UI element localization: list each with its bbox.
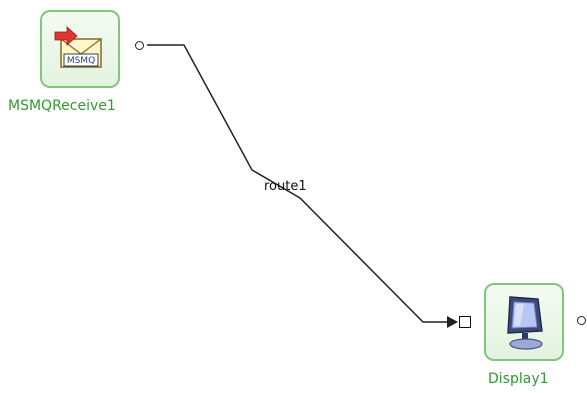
- arrowhead-icon: [447, 316, 458, 328]
- msmq-receive-node[interactable]: MSMQ: [40, 10, 120, 88]
- monitor-icon: [498, 293, 550, 353]
- target-output-port-icon[interactable]: [577, 316, 586, 325]
- msmq-receive-icon: MSMQ: [51, 23, 111, 77]
- target-input-port-icon[interactable]: [459, 316, 471, 328]
- display-label: Display1: [488, 371, 549, 387]
- display-node[interactable]: [484, 283, 564, 361]
- source-output-port-icon[interactable]: [135, 41, 144, 50]
- route-label[interactable]: route1: [264, 179, 307, 194]
- route-line[interactable]: [147, 44, 455, 323]
- msmq-receive-label: MSMQReceive1: [8, 98, 116, 114]
- msmq-icon-text: MSMQ: [67, 56, 95, 66]
